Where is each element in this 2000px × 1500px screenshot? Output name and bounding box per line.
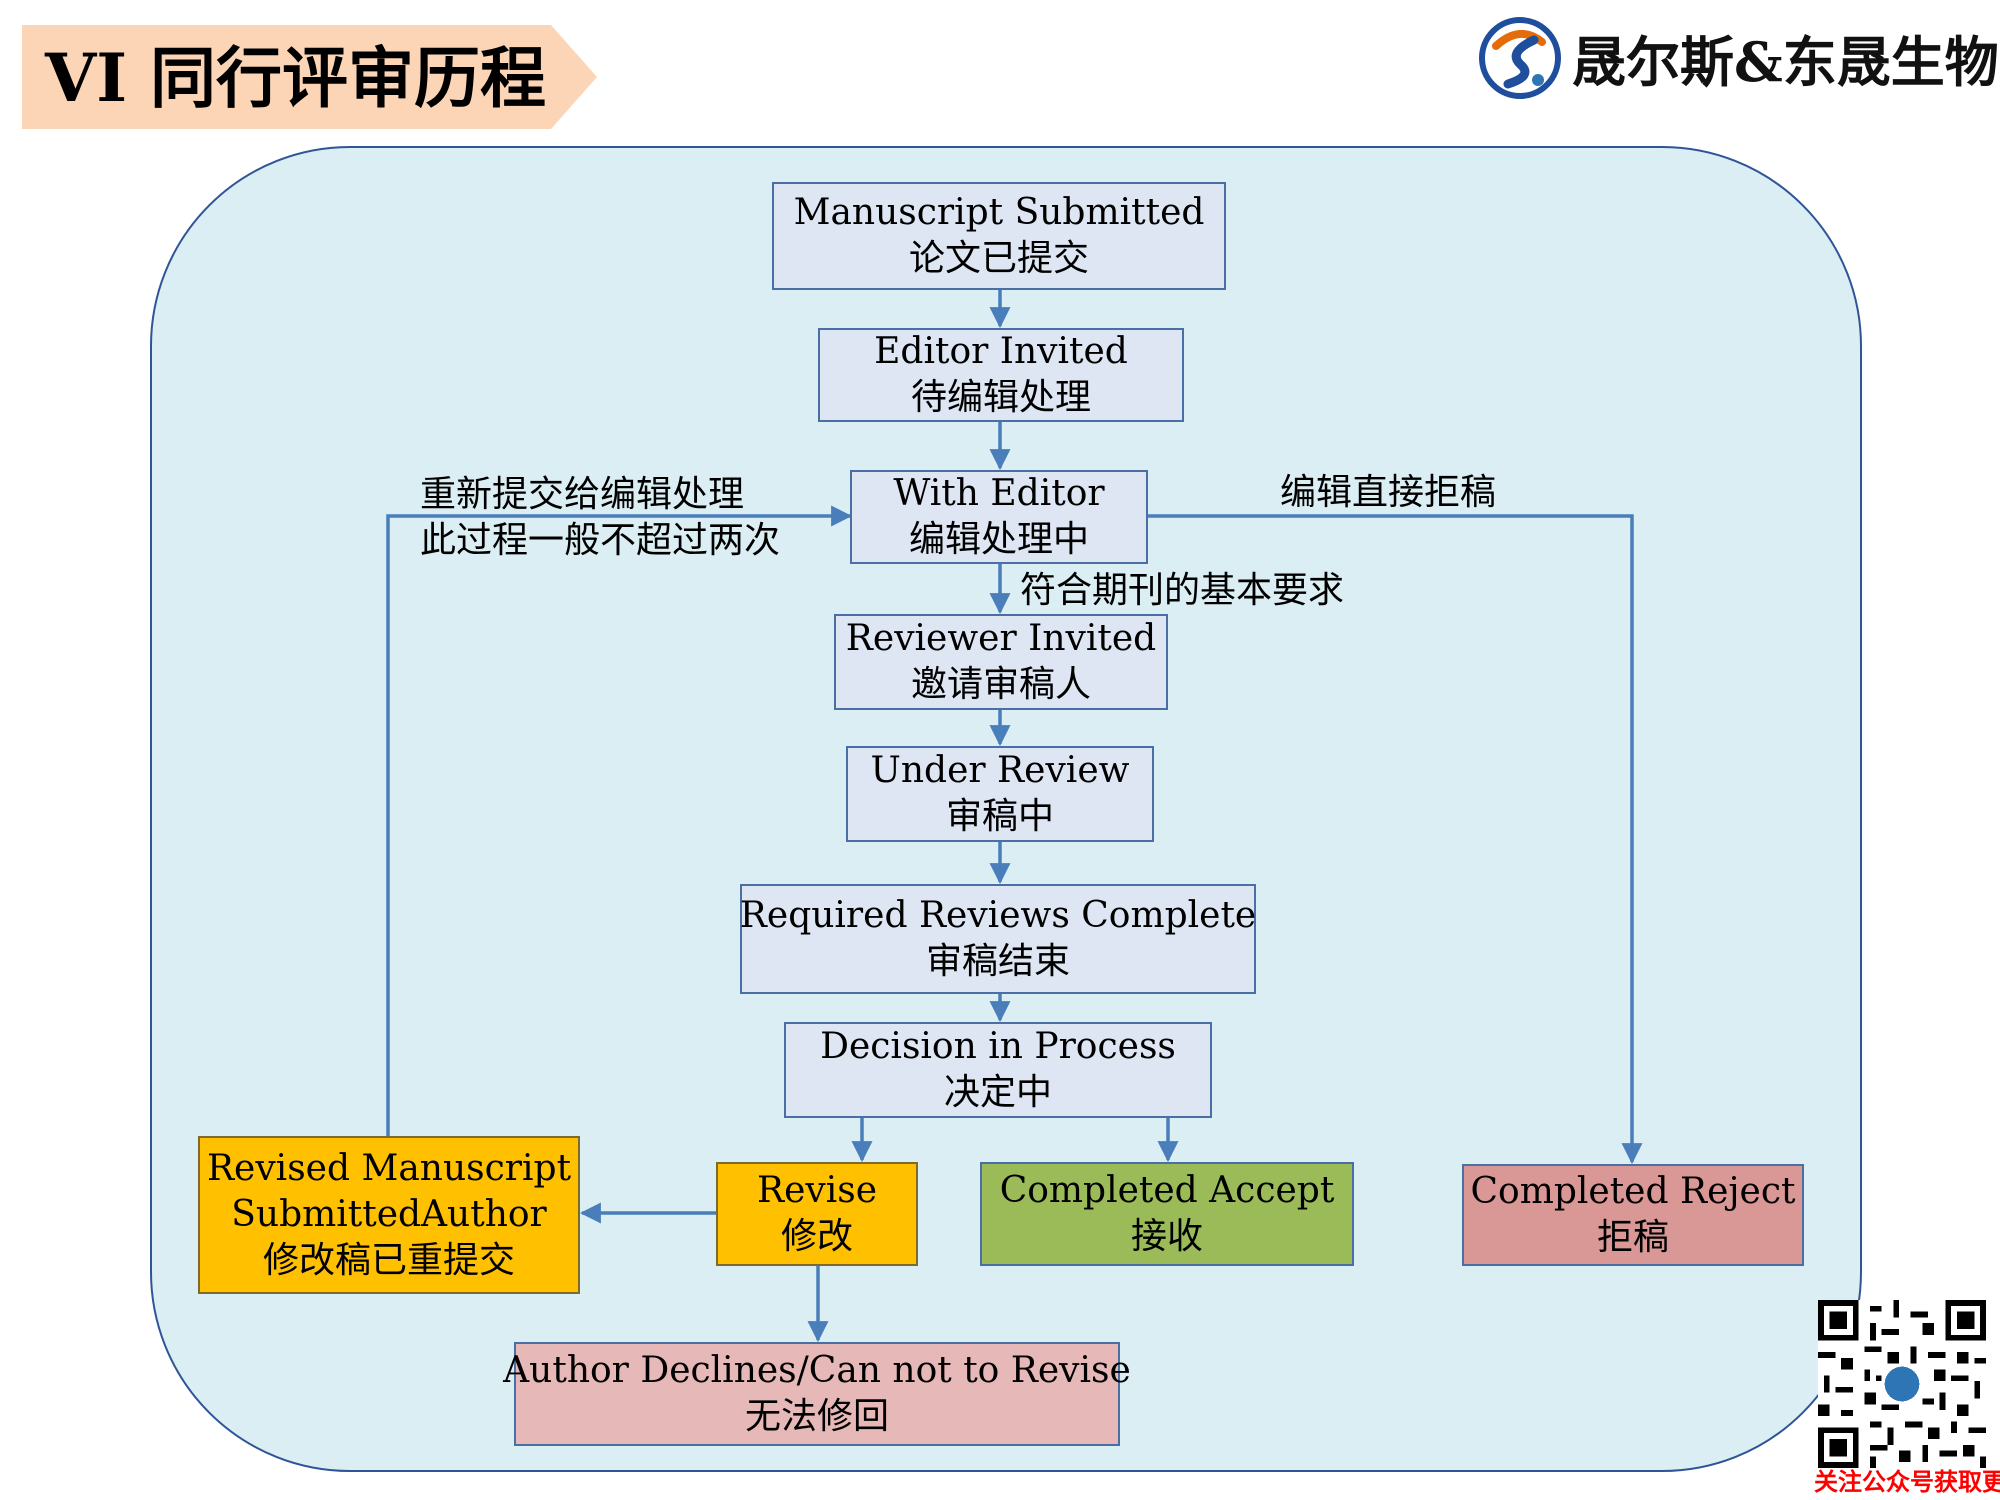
box-label-en: Required Reviews Complete: [739, 895, 1257, 936]
annotation-direct-reject: 编辑直接拒稿: [1280, 472, 1497, 513]
box-label-zh: 邀请审稿人: [910, 664, 1091, 705]
box-label-en: Manuscript Submitted: [793, 192, 1205, 233]
arrow-with-editor-to-reject: [1148, 514, 1643, 1165]
box-label-zh: 编辑处理中: [908, 519, 1089, 560]
company-logo-icon: [1479, 17, 1561, 99]
follow-account-text: 关注公众号获取更多资讯: [1814, 1468, 2000, 1496]
box-completed-accept[interactable]: Completed Accept 接收: [980, 1162, 1354, 1266]
box-label-zh: 审稿结束: [925, 941, 1070, 982]
page-title: VI 同行评审历程: [45, 39, 547, 117]
box-label-en: Author Declines/Can not to Revise: [503, 1350, 1131, 1391]
box-label-en-line1: Revised Manuscript: [206, 1148, 572, 1189]
box-label-zh: 决定中: [943, 1072, 1052, 1113]
box-reviewer-invited[interactable]: Reviewer Invited 邀请审稿人: [834, 614, 1168, 710]
qr-code-icon[interactable]: [1818, 1300, 1986, 1468]
box-label-en: Revise: [756, 1170, 878, 1211]
box-decision-in-process[interactable]: Decision in Process 决定中: [784, 1022, 1212, 1118]
box-label-en: Decision in Process: [820, 1026, 1176, 1067]
box-label-en: With Editor: [893, 473, 1105, 514]
box-label-en: Reviewer Invited: [845, 618, 1157, 659]
box-under-review[interactable]: Under Review 审稿中: [846, 746, 1154, 842]
box-revised-manuscript[interactable]: Revised Manuscript SubmittedAuthor 修改稿已重…: [198, 1136, 580, 1294]
annotation-resubmit-line1: 重新提交给编辑处理: [420, 474, 745, 515]
box-label-en-line2: SubmittedAuthor: [231, 1194, 547, 1235]
box-required-reviews-complete[interactable]: Required Reviews Complete 审稿结束: [740, 884, 1256, 994]
arrow-revised-to-with-editor: [386, 505, 853, 1136]
box-label-zh: 无法修回: [744, 1396, 889, 1437]
box-author-declines[interactable]: Author Declines/Can not to Revise 无法修回: [503, 1342, 1131, 1446]
box-with-editor[interactable]: With Editor 编辑处理中: [850, 470, 1148, 564]
box-label-zh: 修改: [780, 1216, 853, 1257]
box-label-zh: 接收: [1130, 1216, 1203, 1257]
annotation-resubmit: 重新提交给编辑处理 此过程一般不超过两次: [420, 472, 780, 564]
box-label-en: Completed Accept: [999, 1170, 1335, 1211]
box-label-en: Completed Reject: [1470, 1171, 1796, 1212]
box-revise[interactable]: Revise 修改: [716, 1162, 918, 1266]
title-banner: [22, 25, 597, 129]
company-name: 晟尔斯&东晟生物: [1572, 30, 1999, 94]
annotation-meets-requirements: 符合期刊的基本要求: [1020, 570, 1345, 611]
box-label-zh: 审稿中: [945, 796, 1054, 837]
box-label-zh: 拒稿: [1596, 1217, 1669, 1258]
annotation-resubmit-line2: 此过程一般不超过两次: [420, 520, 781, 561]
box-label-zh: 论文已提交: [908, 238, 1089, 279]
box-manuscript-submitted[interactable]: Manuscript Submitted 论文已提交: [772, 182, 1226, 290]
box-editor-invited[interactable]: Editor Invited 待编辑处理: [818, 328, 1184, 422]
box-label-en: Under Review: [870, 750, 1130, 791]
box-label-en: Editor Invited: [874, 331, 1128, 372]
box-label-zh: 修改稿已重提交: [262, 1240, 515, 1281]
box-completed-reject[interactable]: Completed Reject 拒稿: [1462, 1164, 1804, 1266]
box-label-zh: 待编辑处理: [910, 377, 1091, 418]
